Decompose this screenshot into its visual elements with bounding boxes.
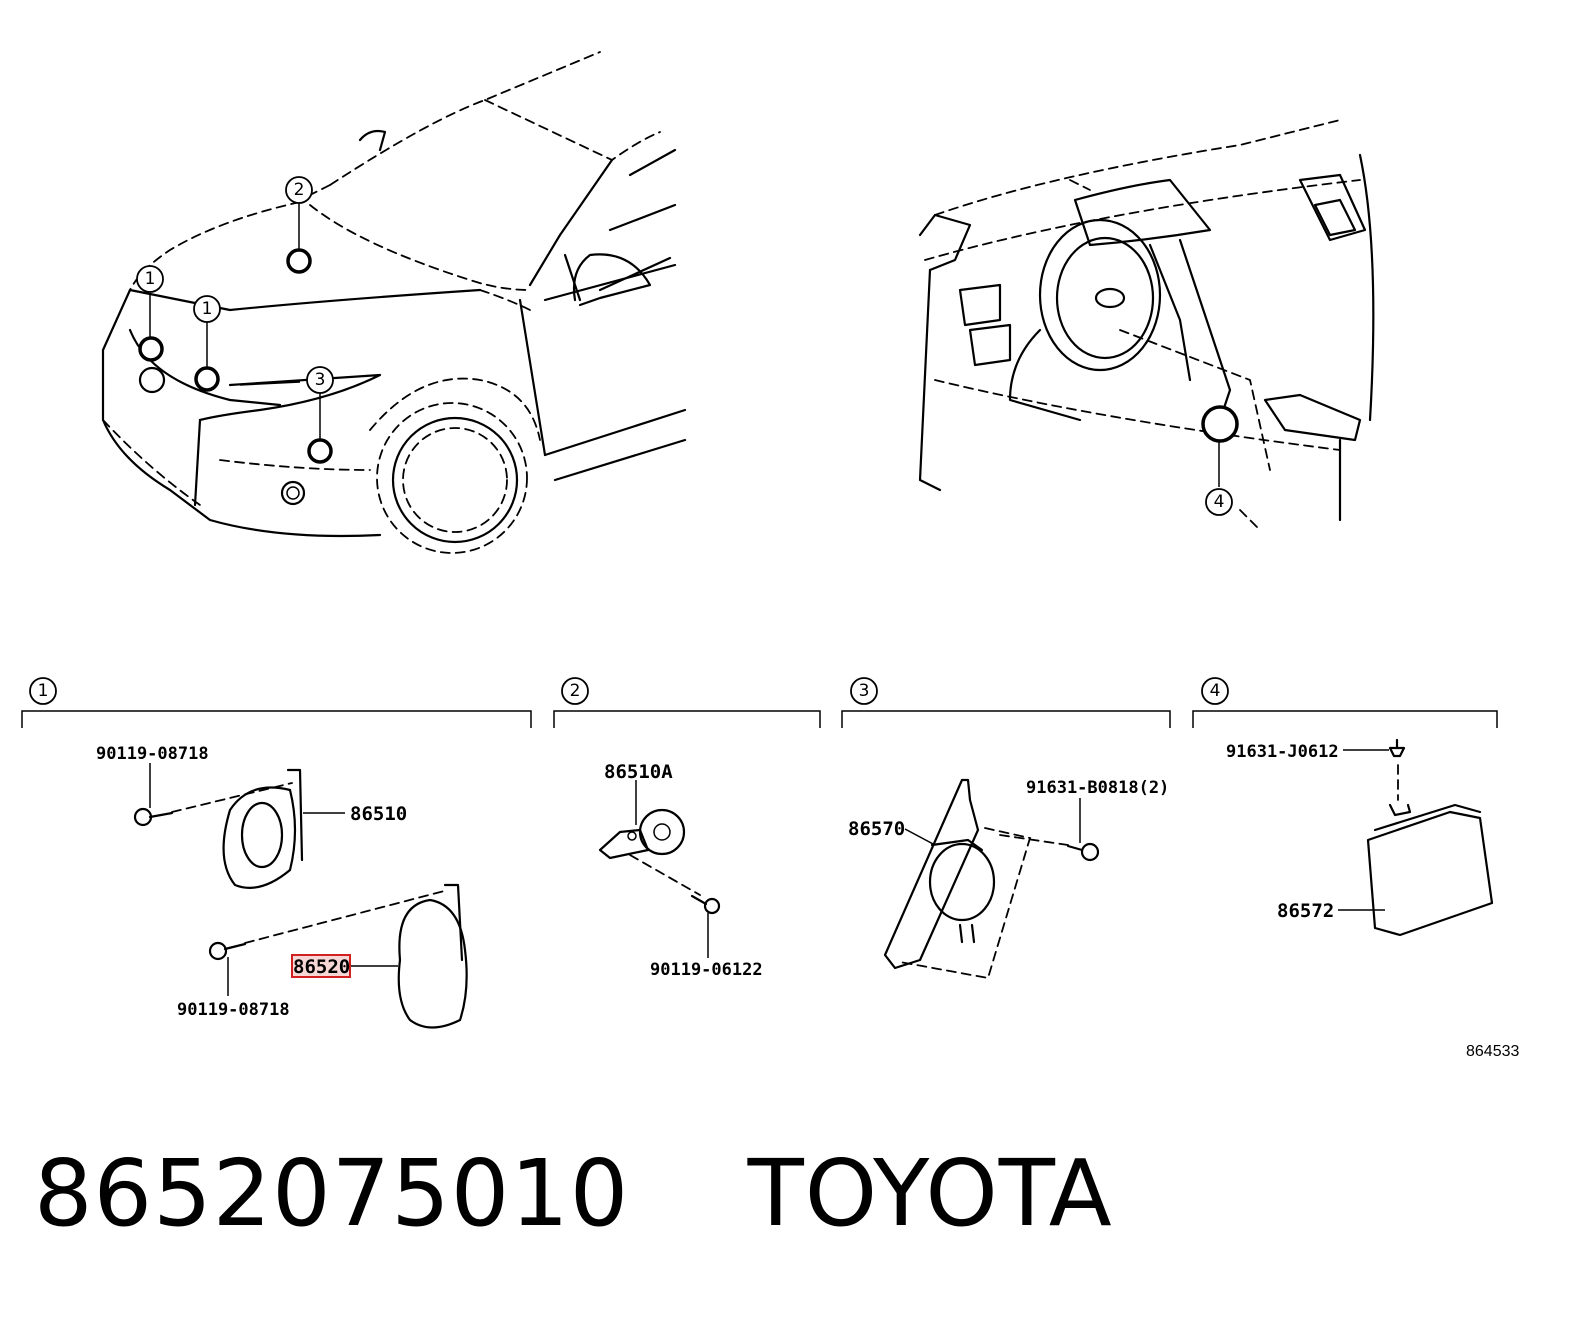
group-2-parts <box>598 780 721 958</box>
part-label-highlighted[interactable]: 86520 <box>293 956 350 978</box>
callout-bubble: 3 <box>306 366 334 394</box>
part-label[interactable]: 90119-06122 <box>650 960 763 980</box>
bolt-icon <box>208 941 247 961</box>
part-label[interactable]: 90119-08718 <box>96 744 209 764</box>
part-label[interactable]: 86572 <box>1277 900 1334 922</box>
svg-text:4: 4 <box>1210 681 1221 701</box>
group-3-header: 3 <box>841 677 1171 728</box>
callout-bubble: 4 <box>1205 488 1233 516</box>
location-marker <box>286 248 312 274</box>
group-1-header: 1 <box>21 677 532 728</box>
part-highlight-box <box>291 954 351 978</box>
svg-text:3: 3 <box>859 681 870 701</box>
group-4-parts <box>1338 738 1494 937</box>
bolt-icon <box>1066 842 1100 862</box>
group-3-parts <box>883 778 1100 980</box>
part-number: 8652075010 <box>34 1140 630 1247</box>
dashboard-illustration <box>918 119 1375 531</box>
callout-bubble: 2 <box>285 176 313 204</box>
part-label[interactable]: 91631-B0818(2) <box>1026 778 1169 798</box>
group-1-parts <box>133 763 468 1029</box>
location-marker <box>138 336 164 362</box>
svg-text:1: 1 <box>38 681 49 701</box>
group-2-header: 2 <box>553 677 821 728</box>
part-label[interactable]: 90119-08718 <box>177 1000 290 1020</box>
svg-text:4: 4 <box>1214 492 1225 512</box>
figure-id: 864533 <box>1466 1043 1519 1060</box>
car-front-illustration <box>101 51 687 554</box>
brand-name: TOYOTA <box>747 1140 1113 1247</box>
svg-text:1: 1 <box>145 269 156 289</box>
part-label[interactable]: 86510 <box>350 803 407 825</box>
location-marker <box>307 438 333 464</box>
bolt-icon <box>1388 738 1406 758</box>
part-label[interactable]: 86510A <box>604 761 673 783</box>
part-label[interactable]: 86570 <box>848 818 905 840</box>
callout-bubble: 1 <box>136 265 164 293</box>
svg-text:2: 2 <box>570 681 581 701</box>
svg-text:2: 2 <box>294 180 305 200</box>
callout-bubble: 1 <box>193 295 221 323</box>
bolt-icon <box>133 807 174 827</box>
location-marker <box>1201 405 1239 443</box>
part-label[interactable]: 91631-J0612 <box>1226 742 1339 762</box>
bolt-icon <box>690 894 721 915</box>
location-marker <box>194 366 220 392</box>
svg-text:1: 1 <box>202 299 213 319</box>
group-4-header: 4 <box>1192 677 1498 728</box>
svg-text:3: 3 <box>315 370 326 390</box>
footer-title: 8652075010 TOYOTA <box>34 1140 1113 1247</box>
